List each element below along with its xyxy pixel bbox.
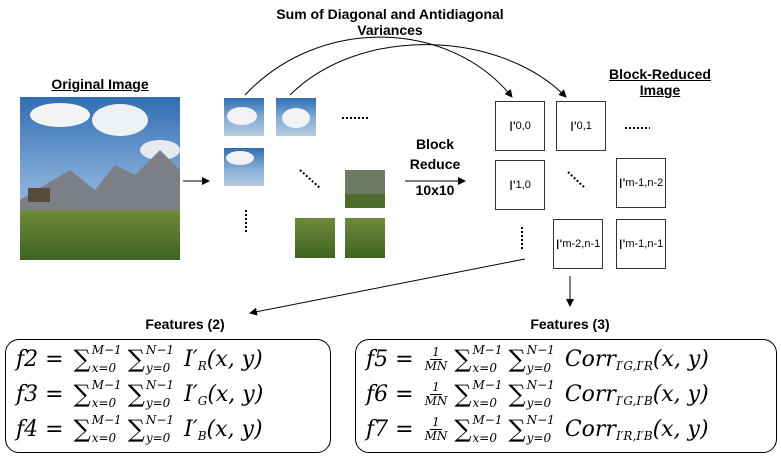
- formula-function: Corr: [564, 416, 616, 442]
- block-1-0: I'1,0: [495, 160, 545, 210]
- formula-args: (x, y): [652, 381, 709, 407]
- formula-subscript: B: [197, 429, 207, 443]
- block-reduce-word-2: Reduce: [409, 156, 461, 172]
- formula-subscript: I′G,I′B: [615, 394, 653, 408]
- arrow-to-features-2: [249, 258, 526, 316]
- curved-arrow-2: [289, 44, 567, 98]
- formula-function: I′: [184, 416, 198, 442]
- formula-function: Corr: [564, 346, 616, 372]
- block-m2-n1: I'm-2,n-1: [553, 219, 603, 269]
- original-image: [20, 97, 180, 260]
- features-2-label: Features (2): [145, 316, 225, 332]
- title-line-2: Variances: [357, 22, 423, 38]
- block-reduce-word-1: Block: [415, 136, 455, 152]
- formula-function: I′: [184, 381, 198, 407]
- block-reduced-label-1: Block-Reduced: [609, 66, 711, 82]
- features-3-label: Features (3): [530, 316, 610, 332]
- formula-lhs: f5: [366, 346, 389, 372]
- formula-subscript: G: [197, 394, 208, 408]
- block-0-1: I'0,1: [556, 101, 606, 151]
- formula-args: (x, y): [652, 416, 709, 442]
- formula-lhs: f6: [366, 381, 389, 407]
- formula-function: I′: [184, 346, 198, 372]
- formula-lhs: f4: [16, 416, 39, 442]
- block-m1-n1: I'm-1,n-1: [616, 219, 666, 269]
- formula-function: Corr: [564, 381, 616, 407]
- formula-lhs: f3: [16, 381, 39, 407]
- image-patches: [224, 98, 385, 258]
- title-line-1: Sum of Diagonal and Antidiagonal: [276, 6, 504, 22]
- formula-subscript: I′R,I′B: [615, 429, 653, 443]
- block-m1-n2: I'm-1,n-2: [616, 158, 666, 208]
- formula-subscript: R: [197, 359, 207, 373]
- block-reduced-label-2: Image: [639, 82, 681, 98]
- original-image-label: Original Image: [51, 76, 149, 92]
- block-0-0: I'0,0: [495, 101, 545, 151]
- formula-args: (x, y): [206, 346, 263, 372]
- formula-lhs: f2: [16, 346, 39, 372]
- curved-arrow-1: [244, 36, 513, 98]
- formula-args: (x, y): [206, 416, 263, 442]
- formula-lhs: f7: [366, 416, 389, 442]
- block-reduce-size: 10x10: [415, 182, 455, 198]
- formula-args: (x, y): [652, 346, 709, 372]
- formula-subscript: I′G,I′R: [615, 359, 653, 373]
- formula-args: (x, y): [207, 381, 264, 407]
